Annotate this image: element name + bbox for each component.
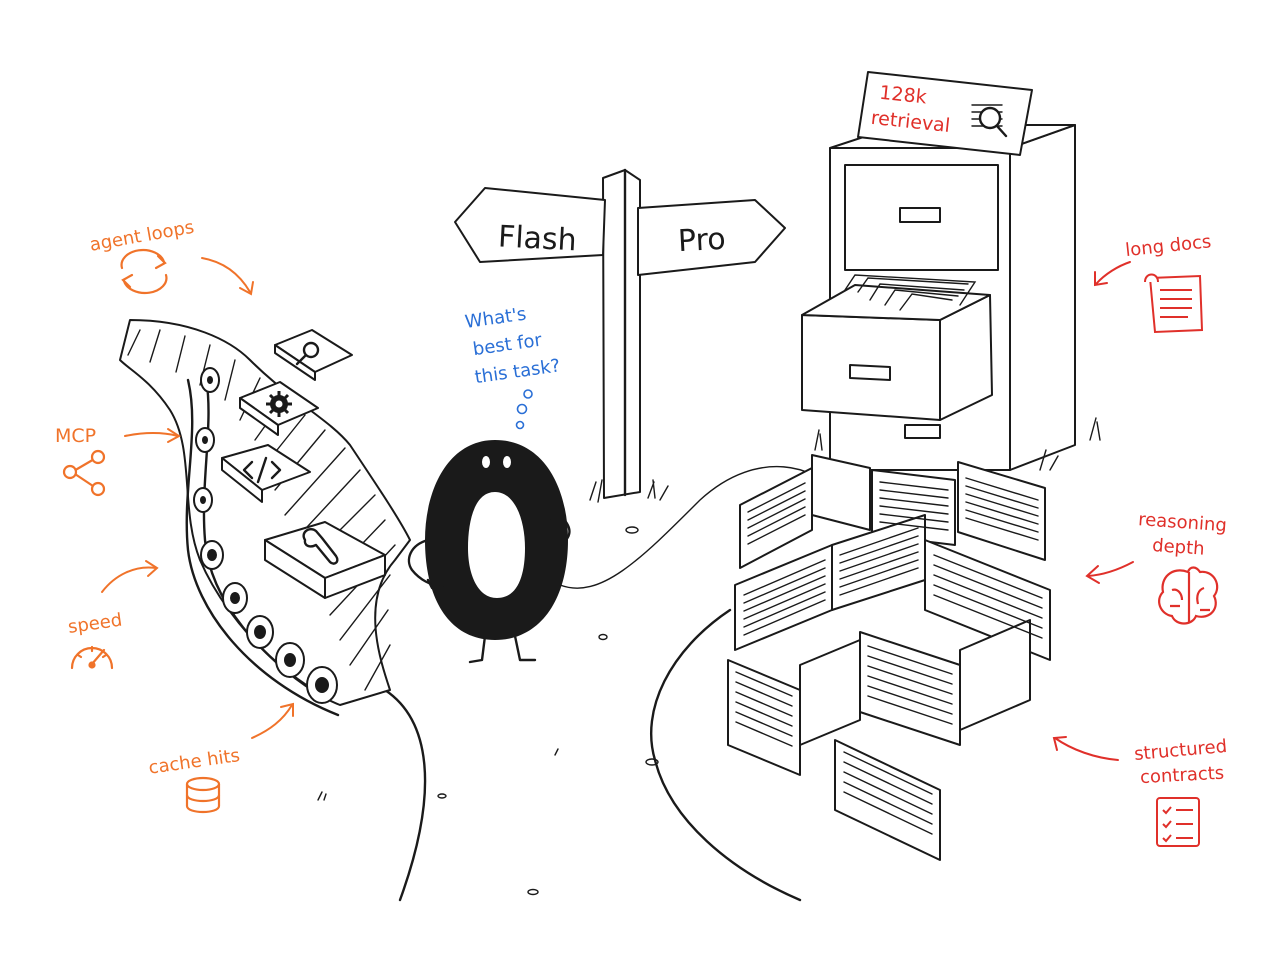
- conveyor-item: [264, 521, 386, 599]
- filing-cabinet: [801, 124, 1101, 471]
- left-label-speed: speed: [67, 560, 159, 670]
- left-label-mcp: MCP: [55, 425, 181, 497]
- cabinet-sign-line-1: 128k: [878, 82, 927, 109]
- thought-line-1: What's: [464, 304, 528, 333]
- right-label-text: long docs: [1124, 231, 1212, 261]
- left-label-text: speed: [67, 610, 124, 638]
- share-nodes-icon: [62, 449, 106, 497]
- cabinet-sign: [857, 71, 1033, 156]
- left-label-agent-loops: agent loops: [88, 217, 254, 296]
- checklist-icon: [1156, 797, 1200, 847]
- right-label-text: structured: [1133, 736, 1228, 765]
- signpost-right-board: [637, 199, 786, 276]
- left-label-cache-hits: cache hits: [147, 702, 294, 814]
- right-label-reasoning-depth: reasoning depth: [1085, 509, 1228, 625]
- gear-icon: [266, 391, 292, 417]
- signpost-left-label: Flash: [497, 219, 577, 258]
- signpost: [454, 168, 786, 503]
- cycle-arrows-icon: [120, 248, 168, 295]
- speedometer-icon: [70, 645, 114, 670]
- conveyor-item: [274, 329, 353, 381]
- thought-line-2: best for: [472, 330, 544, 361]
- conveyor-rollers: [193, 367, 338, 704]
- right-label-text: depth: [1152, 535, 1206, 560]
- signpost-left-board: [454, 187, 606, 263]
- magnifier-icon: [295, 341, 320, 366]
- right-label-text: reasoning: [1138, 509, 1228, 536]
- thought-dots: [515, 389, 533, 430]
- right-label-structured-contracts: structured contracts: [1052, 736, 1228, 847]
- conveyor-item: [239, 381, 319, 436]
- brain-icon: [1158, 566, 1219, 625]
- conveyor-belt: [119, 319, 411, 717]
- ring-character: [407, 440, 571, 664]
- wrench-icon: [302, 527, 339, 565]
- conveyor-item: [221, 444, 311, 503]
- scroll-document-icon: [1144, 273, 1204, 334]
- code-brackets-icon: [242, 456, 282, 484]
- right-label-long-docs: long docs: [1094, 231, 1212, 334]
- signpost-right-label: Pro: [677, 222, 726, 259]
- left-label-text: MCP: [55, 425, 96, 447]
- magnifier-icon: [971, 104, 1008, 138]
- left-label-text: cache hits: [147, 745, 241, 779]
- paper-maze: [727, 454, 1051, 861]
- thought-line-3: this task?: [473, 355, 561, 388]
- database-icon: [185, 776, 221, 814]
- thought-bubble: What's best for this task?: [464, 304, 562, 389]
- right-label-text: contracts: [1140, 763, 1225, 788]
